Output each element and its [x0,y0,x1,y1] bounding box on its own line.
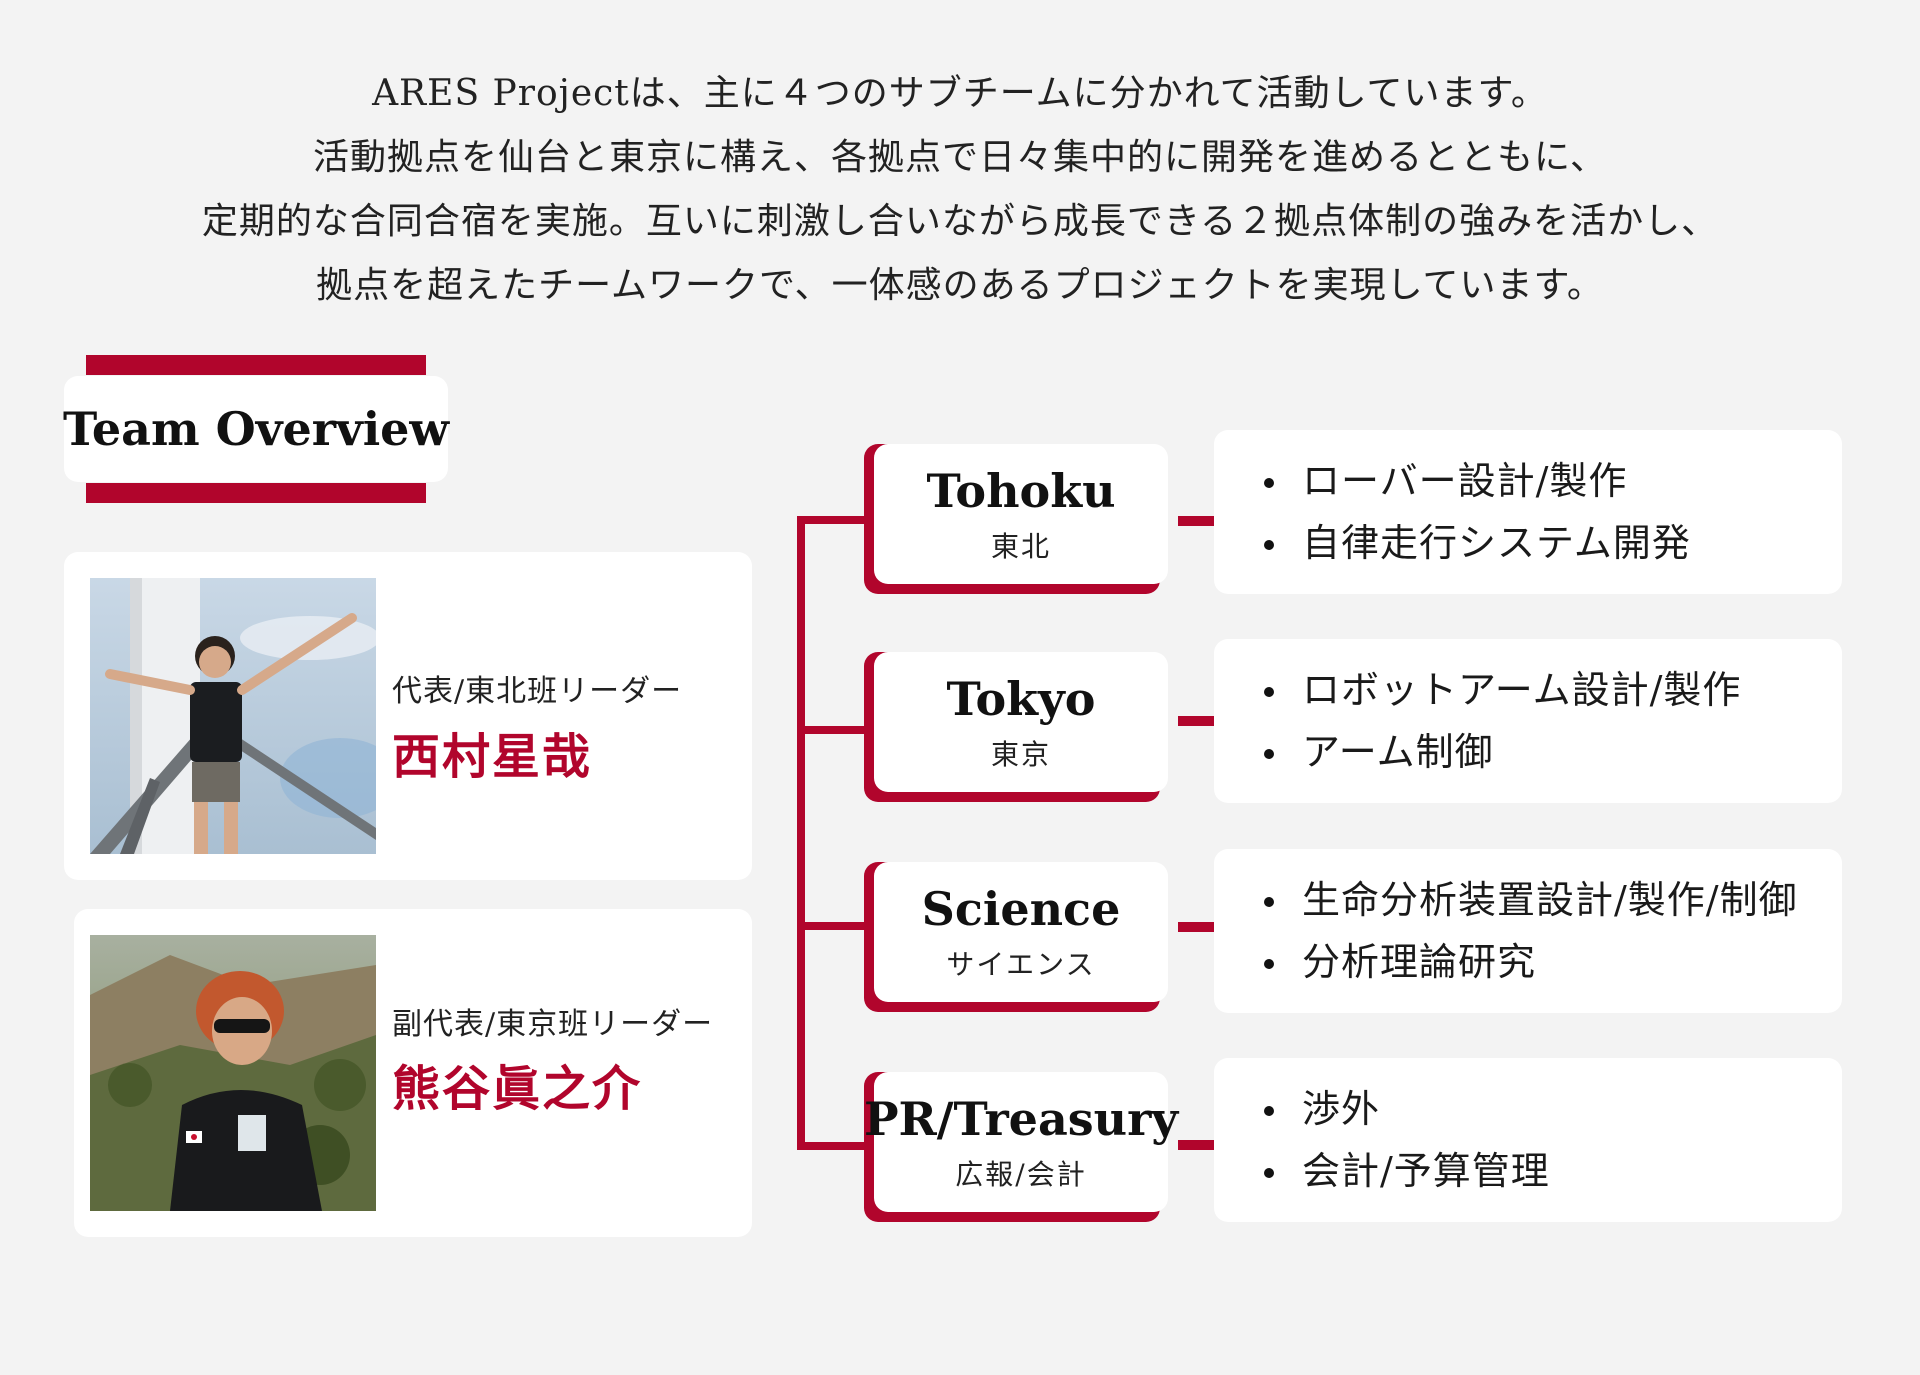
team-task-link [1178,922,1214,932]
tree-branch-line [797,516,867,524]
intro-line: 定期的な合同合宿を実施。互いに刺激し合いながら成長できる２拠点体制の強みを活かし… [201,201,1719,242]
team-name-en: Tohoku [926,464,1116,518]
intro-paragraph: ARES Projectは、主に４つのサブチームに分かれて活動しています。 活動… [0,62,1920,318]
tree-branch-line [797,922,867,930]
leader-photo [90,935,376,1211]
intro-line: 活動拠点を仙台と東京に構え、各拠点で日々集中的に開発を進めるとともに、 [313,137,1607,178]
team-name-jp: 東北 [990,530,1051,563]
team-box-inner: Tohoku 東北 [874,444,1168,584]
team-tasks-tohoku: ローバー設計/製作 自律走行システム開発 [1214,430,1842,594]
tree-trunk-line [797,516,805,1150]
team-task-link [1178,1140,1214,1150]
task-item: 会計/予算管理 [1262,1140,1842,1202]
team-overview-heading: Team Overview [63,376,449,482]
leader-role: 代表/東北班リーダー [392,674,683,709]
heading-bar-bottom [86,483,426,503]
leader-card-representative: 代表/東北班リーダー 西村星哉 [64,552,752,880]
team-name-en: Tokyo [946,672,1096,726]
tree-branch-line [797,1142,867,1150]
task-item: 自律走行システム開発 [1262,512,1842,574]
leader-name: 熊谷眞之介 [392,1061,643,1117]
team-name-en: PR/Treasury [863,1092,1179,1146]
team-name-jp: 東京 [990,738,1051,771]
team-box-inner: Science サイエンス [874,862,1168,1002]
team-tasks-pr-treasury: 渉外 会計/予算管理 [1214,1058,1842,1222]
team-box-inner: PR/Treasury 広報/会計 [864,1072,1178,1212]
team-box-inner: Tokyo 東京 [874,652,1168,792]
intro-line: ARES Projectは、主に４つのサブチームに分かれて活動しています。 [372,73,1548,114]
team-name-en: Science [921,882,1121,936]
task-item: ローバー設計/製作 [1262,450,1842,512]
team-task-link [1178,516,1214,526]
task-item: ロボットアーム設計/製作 [1262,659,1842,721]
intro-line: 拠点を超えたチームワークで、一体感のあるプロジェクトを実現しています。 [316,265,1604,306]
team-name-jp: サイエンス [946,948,1096,981]
leader-name: 西村星哉 [392,729,593,785]
tree-branch-line [797,726,867,734]
leader-card-vice-representative: 副代表/東京班リーダー 熊谷眞之介 [74,909,752,1237]
team-tasks-tokyo: ロボットアーム設計/製作 アーム制御 [1214,639,1842,803]
task-item: 生命分析装置設計/製作/制御 [1262,869,1842,931]
team-name-jp: 広報/会計 [955,1158,1087,1191]
heading-bar-top [86,355,426,375]
team-box-science: Science サイエンス [864,862,1168,1012]
team-tasks-science: 生命分析装置設計/製作/制御 分析理論研究 [1214,849,1842,1013]
leader-role: 副代表/東京班リーダー [392,1007,714,1042]
team-box-tohoku: Tohoku 東北 [864,444,1168,594]
team-box-tokyo: Tokyo 東京 [864,652,1168,802]
task-item: 分析理論研究 [1262,931,1842,993]
team-task-link [1178,716,1214,726]
team-box-pr-treasury: PR/Treasury 広報/会計 [864,1072,1178,1222]
task-item: アーム制御 [1262,721,1842,783]
leader-photo [90,578,376,854]
task-item: 渉外 [1262,1078,1842,1140]
